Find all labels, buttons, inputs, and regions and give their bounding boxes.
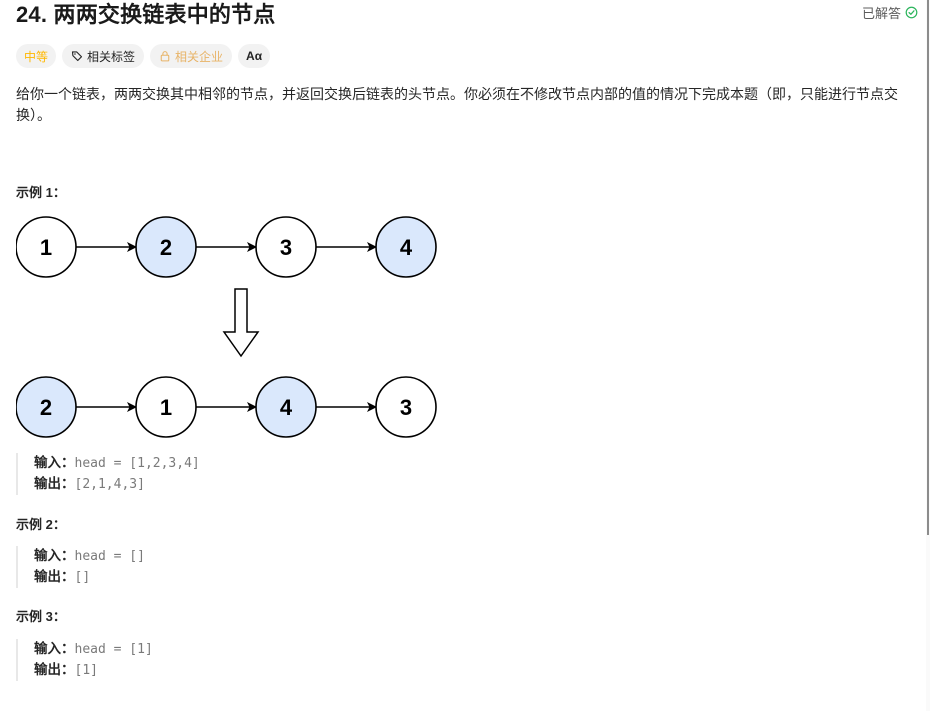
input-label: 输入： [34, 641, 75, 656]
input-label: 输入： [34, 455, 75, 470]
lock-icon [160, 51, 170, 62]
list-node [135, 376, 197, 438]
list-node [375, 376, 437, 438]
tag-icon [71, 51, 83, 62]
font-toggle-icon: Aα [246, 49, 263, 63]
solved-status: 已解答 [862, 3, 918, 22]
node-value: 4 [400, 235, 413, 260]
topics-tag-label: 相关标签 [87, 49, 136, 64]
input-label: 输入： [34, 548, 75, 563]
output-label: 输出： [34, 476, 75, 491]
scrollbar-thumb[interactable] [927, 0, 929, 535]
list-before-swap: 1 2 3 4 [16, 216, 437, 278]
list-node [255, 376, 317, 438]
node-value: 4 [280, 395, 293, 420]
node-value: 1 [160, 395, 172, 420]
output-value: [1] [74, 663, 98, 678]
node-value: 1 [40, 235, 52, 260]
node-value: 2 [160, 235, 172, 260]
example-3-io: 输入：head = [1] 输出：[1] [16, 639, 153, 681]
problem-title[interactable]: 24. 两两交换链表中的节点 [16, 2, 276, 27]
down-arrow-icon [222, 288, 260, 358]
example-2-io: 输入：head = [] 输出：[] [16, 546, 145, 588]
list-node [135, 216, 197, 278]
list-node [16, 216, 77, 278]
companies-tag-button[interactable]: 相关企业 [150, 44, 233, 68]
companies-tag-label: 相关企业 [175, 49, 224, 64]
example-1-io: 输入：head = [1,2,3,4] 输出：[2,1,4,3] [16, 453, 200, 495]
node-value: 2 [40, 395, 52, 420]
list-node [16, 376, 77, 438]
output-value: [] [74, 570, 91, 585]
check-circle-icon [905, 6, 918, 19]
linked-list-swap-diagram: 1 2 3 4 2 1 4 3 [16, 216, 437, 438]
difficulty-label: 中等 [24, 49, 49, 64]
list-after-swap: 2 1 4 3 [16, 376, 437, 438]
topics-tag-button[interactable]: 相关标签 [62, 44, 145, 68]
output-value: [2,1,4,3] [74, 477, 145, 492]
output-label: 输出： [34, 569, 75, 584]
vertical-scrollbar[interactable] [926, 0, 930, 711]
difficulty-badge: 中等 [16, 44, 57, 68]
input-value: head = [1] [74, 642, 153, 657]
list-node [375, 216, 437, 278]
font-size-toggle-button[interactable]: Aα [238, 44, 271, 68]
input-value: head = [] [74, 549, 145, 564]
example-3-label: 示例 3： [16, 609, 66, 624]
problem-statement: 给你一个链表，两两交换其中相邻的节点，并返回交换后链表的头节点。你必须在不修改节… [16, 86, 898, 123]
example-1-label: 示例 1： [16, 185, 66, 200]
solved-label: 已解答 [861, 6, 901, 21]
tag-bar: 中等 相关标签 相关企业 Aα [16, 44, 271, 68]
list-node [255, 216, 317, 278]
example-2-label: 示例 2： [16, 517, 66, 532]
input-value: head = [1,2,3,4] [74, 456, 200, 471]
node-value: 3 [280, 235, 292, 260]
output-label: 输出： [34, 662, 75, 677]
node-value: 3 [400, 395, 412, 420]
